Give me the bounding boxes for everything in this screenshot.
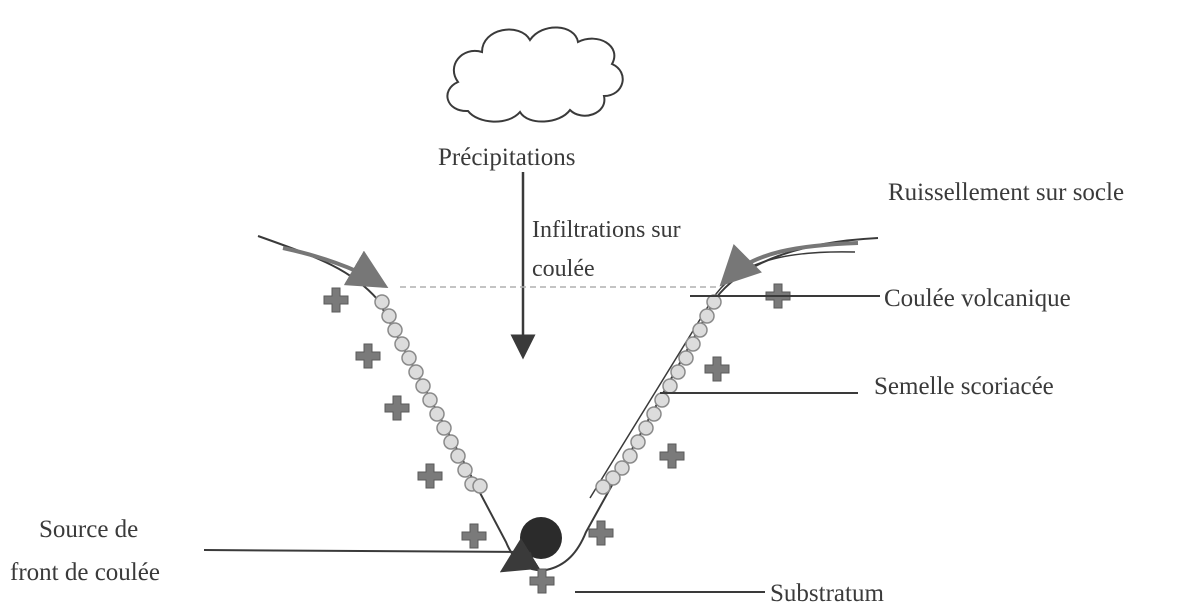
spring-outflow-arrow (499, 538, 540, 573)
runoff-arrow-right (719, 241, 859, 287)
cloud-icon (446, 26, 624, 123)
label-precipitations: Précipitations (438, 144, 575, 171)
label-semelle-scoriacee: Semelle scoriacée (874, 373, 1054, 400)
rock-cross-icon (323, 283, 791, 594)
valley-profile-right (545, 237, 879, 571)
leader-source (203, 549, 523, 553)
label-substratum: Substratum (770, 580, 884, 605)
label-infiltrations-line1: Infiltrations sur (532, 217, 681, 243)
label-coulee-volcanique: Coulée volcanique (884, 285, 1071, 312)
spring-dot-icon (520, 517, 562, 559)
label-source-line1: Source de (39, 516, 138, 543)
valley-profile-left (257, 235, 547, 572)
scoria-sole-left (374, 294, 488, 494)
label-infiltrations-line2: coulée (532, 256, 595, 282)
label-ruissellement: Ruissellement sur socle (888, 179, 1124, 206)
runoff-arrow-left (282, 246, 389, 289)
scoria-sole-right (595, 294, 722, 495)
label-source-line2: front de coulée (10, 559, 160, 586)
